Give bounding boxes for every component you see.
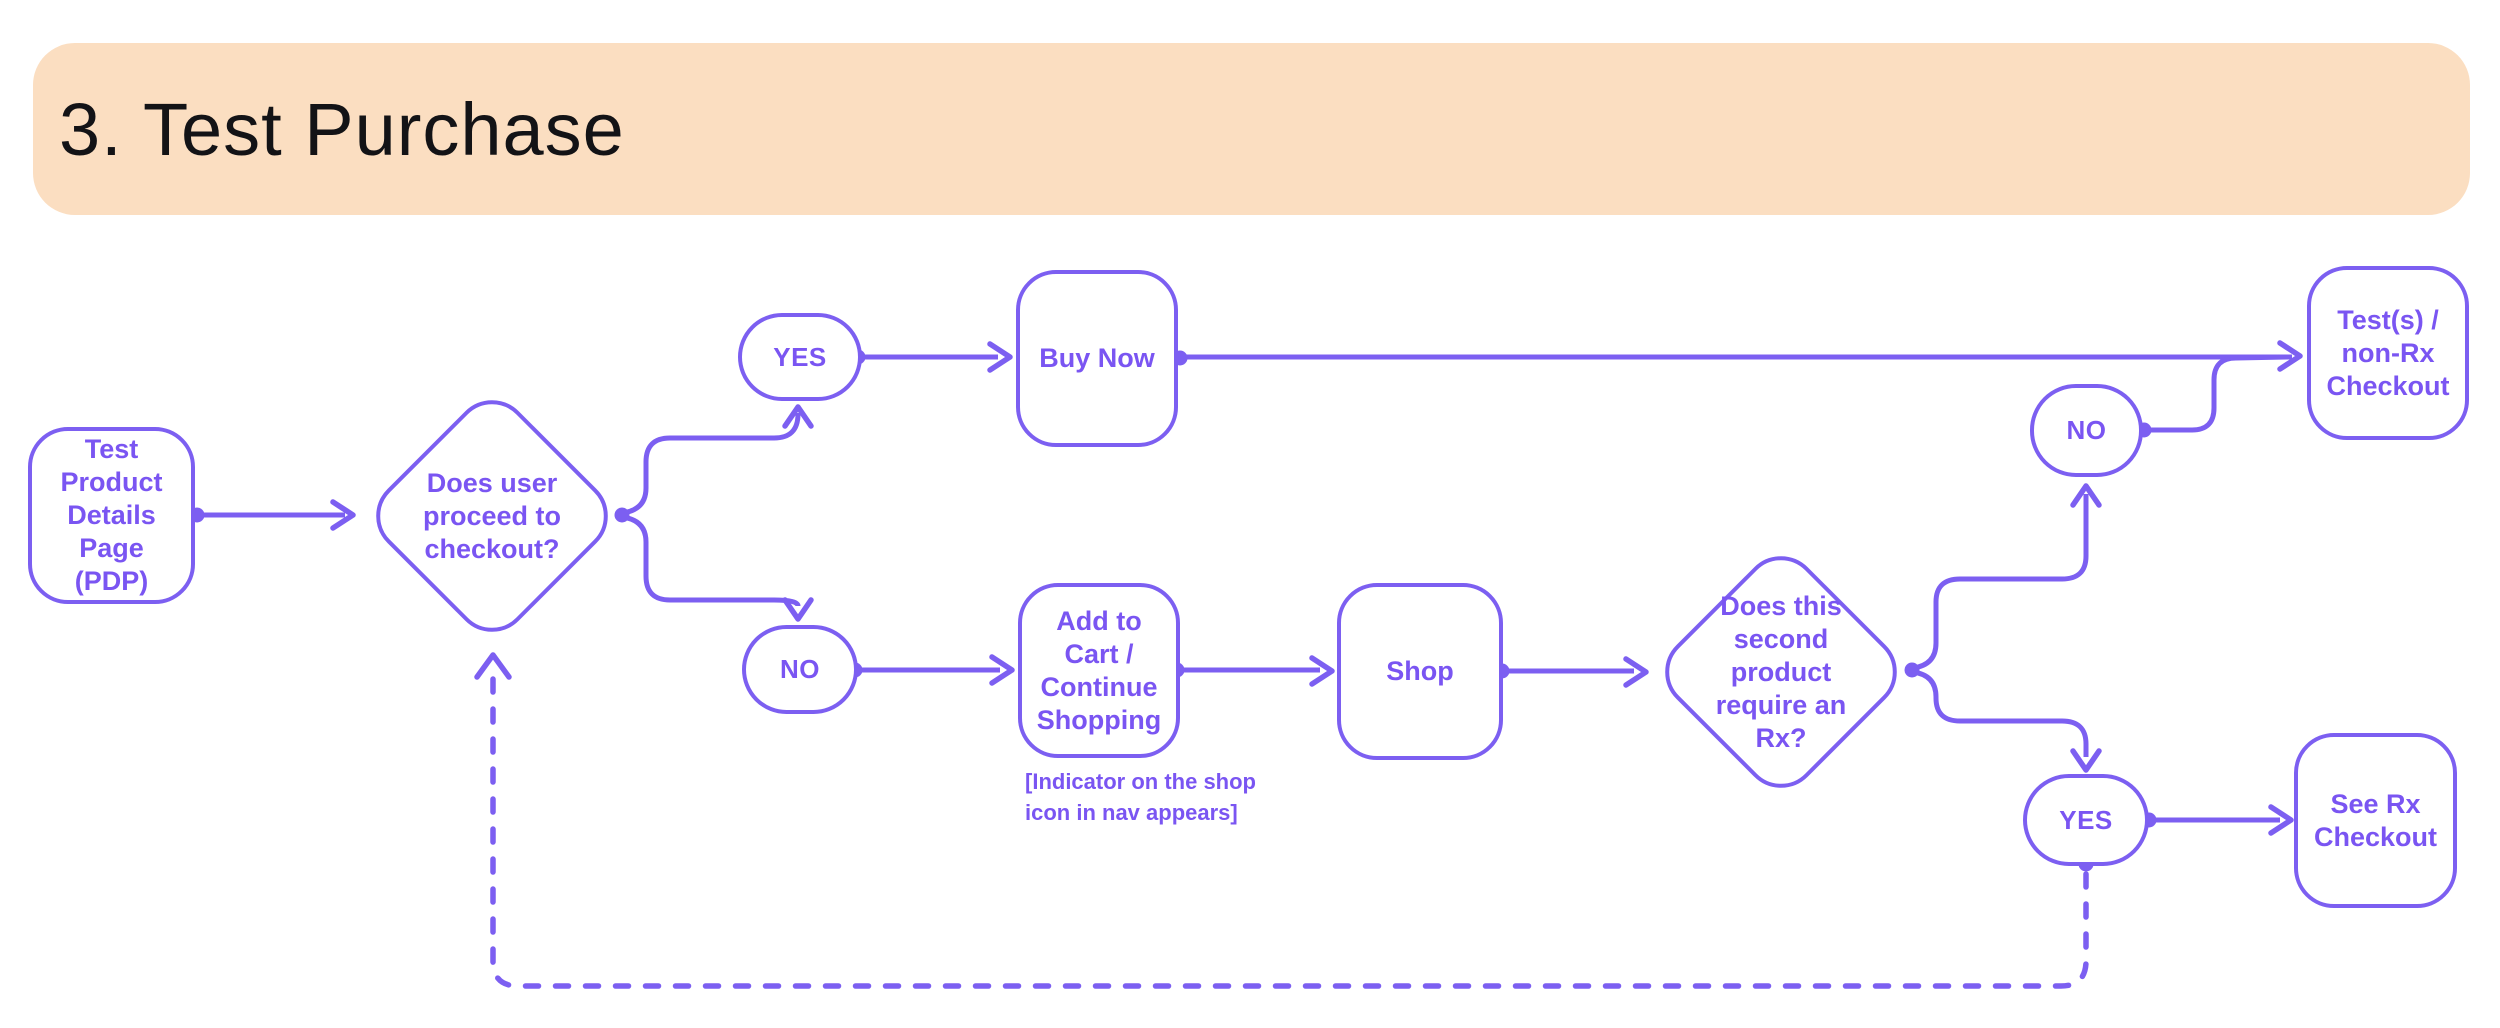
arrowhead-icon: [2070, 748, 2102, 773]
connector-no2-to-nonrx: [2145, 354, 2289, 433]
connector-decision-to-no: [621, 514, 801, 607]
node-label: Add to Cart / Continue Shopping: [1036, 605, 1162, 735]
node-yes-rx[interactable]: YES: [2023, 774, 2149, 866]
arrowhead-icon: [474, 652, 512, 680]
arrowhead-icon: [1623, 656, 1649, 688]
arrowhead-icon: [2277, 340, 2303, 372]
connector-decision2-to-no: [1912, 494, 2089, 671]
arrowhead-icon: [987, 341, 1013, 373]
node-label: Buy Now: [1039, 343, 1155, 373]
section-header-banner[interactable]: 3. Test Purchase: [33, 43, 2470, 215]
arrowhead-icon: [1309, 655, 1335, 687]
node-label: Test(s) / non-Rx Checkout: [2326, 304, 2450, 401]
node-label: NO: [780, 654, 820, 684]
connector-decision-to-yes: [621, 413, 801, 516]
node-nonrx-checkout[interactable]: Test(s) / non-Rx Checkout: [2307, 266, 2469, 440]
annotation-shop-indicator: [Indicator on the shop icon in nav appea…: [1025, 769, 1256, 825]
node-label: Does this second product require an Rx?: [1715, 590, 1847, 753]
node-shop[interactable]: Shop: [1337, 583, 1503, 760]
arrowhead-icon: [782, 404, 814, 429]
arrowhead-icon: [2268, 804, 2294, 836]
page-title: 3. Test Purchase: [59, 87, 625, 171]
arrowhead-icon: [782, 597, 814, 622]
arrowhead-icon: [989, 654, 1015, 686]
node-rx-checkout[interactable]: See Rx Checkout: [2294, 733, 2457, 908]
arrowhead-icon: [330, 499, 356, 531]
node-label: See Rx Checkout: [2313, 788, 2438, 852]
node-label: Test Product Details Page (PDP): [60, 434, 163, 596]
arrowhead-icon: [2070, 483, 2102, 508]
node-decision-proceed-checkout[interactable]: Does user proceed to checkout?: [360, 384, 624, 648]
node-decision-requires-rx[interactable]: Does this second product require an Rx?: [1649, 540, 1913, 804]
node-label: YES: [2059, 804, 2113, 835]
node-label: Shop: [1386, 656, 1454, 686]
node-no-rx[interactable]: NO: [2030, 384, 2143, 477]
node-no-checkout[interactable]: NO: [742, 625, 858, 714]
node-buy-now[interactable]: Buy Now: [1016, 270, 1178, 447]
node-yes-checkout[interactable]: YES: [738, 313, 862, 401]
connector-decision2-to-yes: [1912, 669, 2089, 757]
node-label: YES: [773, 341, 827, 372]
node-label: Does user proceed to checkout?: [422, 467, 562, 564]
node-test-pdp[interactable]: Test Product Details Page (PDP): [28, 427, 195, 604]
node-add-to-cart[interactable]: Add to Cart / Continue Shopping: [1018, 583, 1180, 758]
node-label: NO: [2066, 415, 2107, 445]
